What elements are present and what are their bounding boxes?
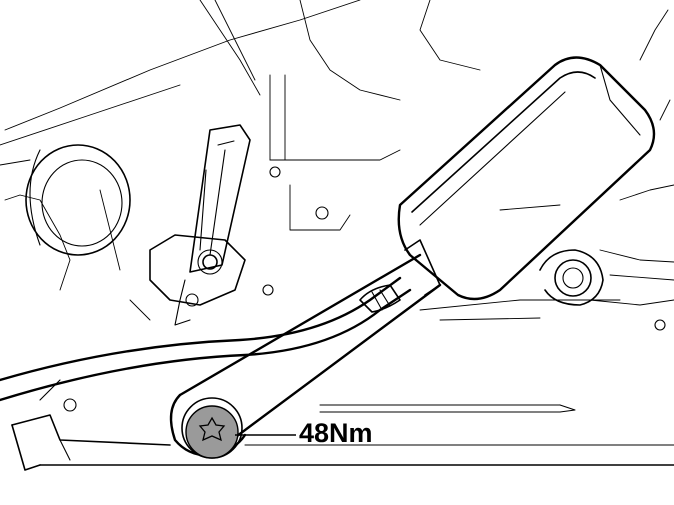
right-bolt-boss (539, 249, 604, 306)
torque-value-label: 48Nm (299, 418, 373, 448)
anchor-bolt (181, 397, 243, 459)
buckle-cable (0, 276, 412, 402)
round-boss (25, 144, 131, 256)
bracket-with-nut (149, 234, 246, 326)
seat-rail (11, 379, 674, 471)
seat-lever (189, 124, 251, 273)
seatbelt-buckle-head (397, 56, 656, 301)
frame-holes (262, 166, 666, 331)
seat-frame-background (0, 0, 674, 321)
